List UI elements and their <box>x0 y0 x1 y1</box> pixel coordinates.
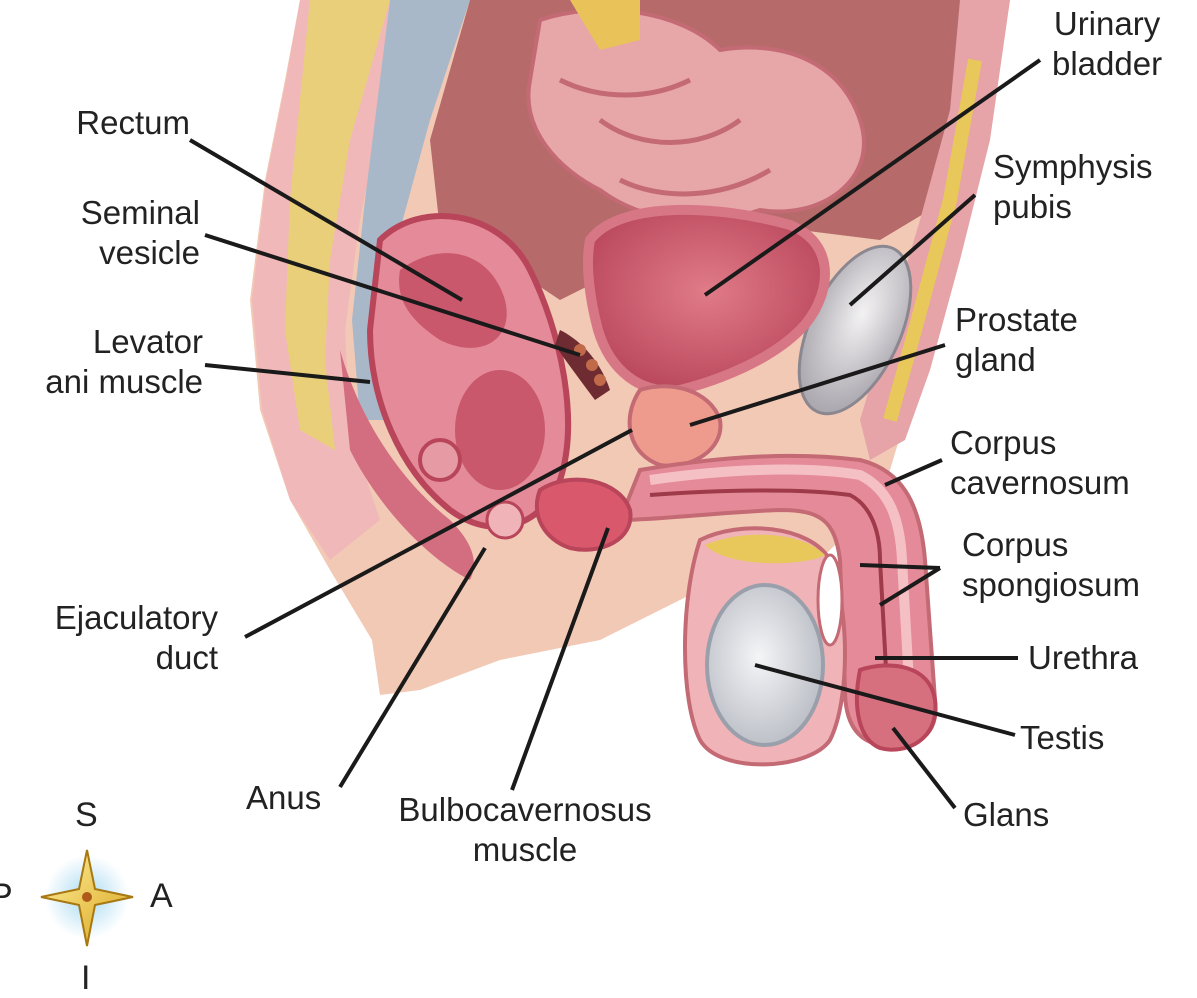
label-urethra: Urethra <box>1028 638 1138 678</box>
glans <box>857 665 936 749</box>
label-corpus-spongiosum: Corpus spongiosum <box>962 525 1140 605</box>
label-rectum: Rectum <box>40 103 190 143</box>
label-ejaculatory-duct: Ejaculatory duct <box>10 598 218 678</box>
compass-rose-icon <box>41 850 133 946</box>
label-levator-ani: Levator ani muscle <box>5 322 203 402</box>
label-anus: Anus <box>246 778 321 818</box>
compass-anterior: A <box>150 878 173 914</box>
label-prostate-gland: Prostate gland <box>955 300 1078 380</box>
label-bulbocavernosus: Bulbocavernosus muscle <box>375 790 675 870</box>
label-urinary-bladder: Urinary bladder <box>1052 4 1162 84</box>
compass-superior: S <box>75 797 98 833</box>
label-corpus-cavernosum: Corpus cavernosum <box>950 423 1130 503</box>
label-seminal-vesicle: Seminal vesicle <box>30 193 200 273</box>
compass-posterior: P <box>0 878 13 914</box>
compass-inferior: I <box>81 960 90 996</box>
label-glans: Glans <box>963 795 1049 835</box>
testis <box>707 585 823 745</box>
prostate <box>630 386 721 466</box>
label-symphysis-pubis: Symphysis pubis <box>993 147 1153 227</box>
bulbocavernosus <box>537 480 631 550</box>
label-testis: Testis <box>1020 718 1104 758</box>
